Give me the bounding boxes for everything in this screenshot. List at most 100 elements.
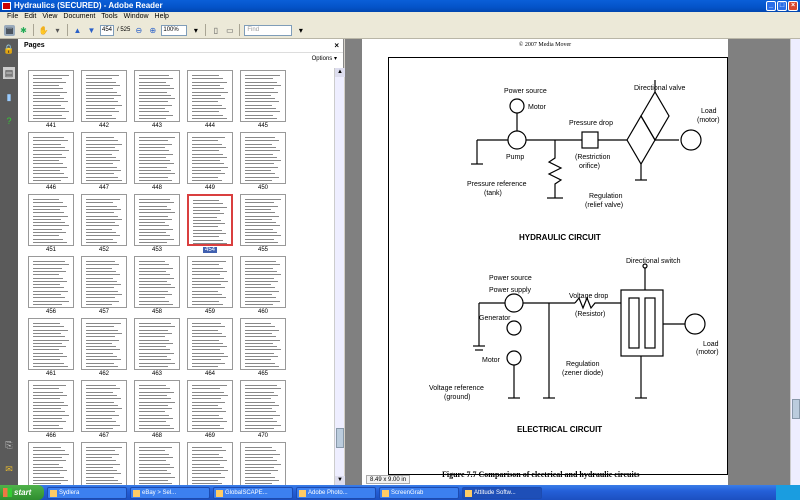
- page-thumbnail[interactable]: [240, 132, 286, 184]
- page-thumbnail[interactable]: [240, 194, 286, 246]
- bookmarks-icon[interactable]: ▮: [6, 92, 12, 102]
- attachments-icon[interactable]: ⎘: [5, 440, 13, 450]
- thumbnail-text-line: [245, 346, 277, 348]
- task-label[interactable]: Sydlera: [59, 489, 80, 496]
- fit-width-icon[interactable]: ▭: [226, 25, 234, 35]
- close-panel-icon[interactable]: ×: [334, 41, 339, 50]
- thumbnail-text-line: [192, 359, 221, 361]
- page-thumbnail[interactable]: [134, 194, 180, 246]
- page-thumbnail[interactable]: [81, 256, 127, 308]
- zoom-in-icon[interactable]: ⊕: [149, 25, 157, 35]
- page-thumbnail[interactable]: [187, 194, 233, 246]
- page-thumbnail[interactable]: [240, 256, 286, 308]
- page-thumbnail[interactable]: [134, 70, 180, 122]
- page-thumbnail[interactable]: [187, 442, 233, 485]
- page-thumbnail[interactable]: [81, 318, 127, 370]
- previous-page-icon[interactable]: ▲: [73, 25, 82, 35]
- page-thumbnail[interactable]: [240, 70, 286, 122]
- options-label[interactable]: Options: [311, 56, 333, 62]
- menu-document[interactable]: Document: [63, 13, 96, 20]
- page-thumbnail[interactable]: [81, 442, 127, 485]
- maximize-button[interactable]: □: [777, 1, 787, 11]
- thumbnail-text-line: [192, 179, 222, 181]
- document-scrollbar[interactable]: [790, 39, 800, 485]
- page-thumbnail[interactable]: [28, 132, 74, 184]
- thumbnail-text-line: [139, 453, 169, 455]
- task-sydlera[interactable]: Sydlera: [47, 486, 127, 499]
- scroll-down-arrow[interactable]: ▼: [335, 476, 345, 485]
- task-label[interactable]: eBay > Sel...: [142, 489, 177, 496]
- scroll-up-arrow[interactable]: ▲: [335, 68, 345, 77]
- find-dropdown-icon[interactable]: ▾: [298, 25, 303, 35]
- scrollbar-thumb[interactable]: [336, 428, 344, 448]
- elec-load-motor-label: (motor): [696, 349, 719, 356]
- page-thumbnail[interactable]: [81, 132, 127, 184]
- page-thumbnail[interactable]: [28, 70, 74, 122]
- thumbnail-text-line: [86, 303, 112, 305]
- menu-edit[interactable]: Edit: [24, 13, 37, 20]
- menu-tools[interactable]: Tools: [101, 13, 118, 20]
- thumbnail-scrollbar[interactable]: ▲ ▼: [334, 68, 345, 485]
- page-thumbnail[interactable]: [28, 256, 74, 308]
- page-thumbnail[interactable]: [240, 442, 286, 485]
- menu-window[interactable]: Window: [123, 13, 149, 20]
- task-label[interactable]: Adobe Photo...: [308, 489, 348, 496]
- thumbnail-text-line: [86, 146, 115, 148]
- menu-file[interactable]: File: [7, 13, 19, 20]
- start-button[interactable]: start: [0, 485, 44, 500]
- page-thumbnail[interactable]: [187, 318, 233, 370]
- start-label[interactable]: start: [14, 488, 32, 497]
- page-thumbnail[interactable]: [240, 318, 286, 370]
- page-thumbnail[interactable]: [134, 256, 180, 308]
- close-button[interactable]: ×: [788, 1, 798, 11]
- menu-view[interactable]: View: [42, 13, 58, 20]
- page-thumbnail[interactable]: [134, 380, 180, 432]
- zoom-dropdown-icon[interactable]: ▾: [193, 25, 198, 35]
- task-label[interactable]: GlobalSCAPE...: [225, 489, 268, 496]
- page-thumbnail[interactable]: [134, 318, 180, 370]
- menu-help[interactable]: Help: [154, 13, 169, 20]
- task-globalscape[interactable]: GlobalSCAPE...: [213, 486, 293, 499]
- thumbnail-text-line: [33, 346, 66, 348]
- pages-icon[interactable]: ▤: [3, 67, 15, 79]
- page-thumbnail[interactable]: [240, 380, 286, 432]
- task-adobe-photo[interactable]: Adobe Photo...: [296, 486, 376, 499]
- help-icon[interactable]: ?: [6, 116, 12, 126]
- page-thumbnail[interactable]: [28, 442, 74, 485]
- thumbnail-text-line: [86, 447, 122, 448]
- page-number-input[interactable]: 454: [100, 24, 114, 36]
- hand-tool-icon[interactable]: ✋: [38, 25, 49, 35]
- minimize-button[interactable]: _: [766, 1, 776, 11]
- page-thumbnail[interactable]: [187, 380, 233, 432]
- next-page-icon[interactable]: ▼: [87, 25, 96, 35]
- task-screengrab[interactable]: ScreenGrab: [379, 486, 459, 499]
- print-icon[interactable]: ▤: [4, 24, 15, 36]
- document-scrollbar-thumb[interactable]: [792, 399, 800, 419]
- thumbnail-text-line: [245, 98, 275, 100]
- find-input[interactable]: Find: [244, 24, 293, 36]
- page-thumbnail[interactable]: [187, 70, 233, 122]
- page-thumbnail[interactable]: [81, 380, 127, 432]
- task-label[interactable]: ScreenGrab: [391, 489, 424, 496]
- options-menu[interactable]: Options ▾: [311, 56, 337, 62]
- page-thumbnail[interactable]: [81, 70, 127, 122]
- page-thumbnail[interactable]: [134, 132, 180, 184]
- comments-icon[interactable]: ✉: [5, 464, 13, 474]
- email-icon[interactable]: ✱: [20, 25, 27, 35]
- page-thumbnail[interactable]: [134, 442, 180, 485]
- page-thumbnail[interactable]: [28, 194, 74, 246]
- zoom-input[interactable]: 100%: [161, 24, 188, 36]
- thumbnail-text-line: [139, 176, 168, 178]
- task-ebay[interactable]: eBay > Sel...: [130, 486, 210, 499]
- task-attitude-software[interactable]: Attitude Softw...: [462, 486, 542, 499]
- page-thumbnail[interactable]: [81, 194, 127, 246]
- fit-page-icon[interactable]: ▯: [213, 25, 219, 35]
- task-label[interactable]: Attitude Softw...: [474, 489, 516, 496]
- lock-icon[interactable]: 🔒: [3, 44, 15, 54]
- page-thumbnail[interactable]: [28, 318, 74, 370]
- zoom-out-icon[interactable]: ⊖: [135, 25, 143, 35]
- page-thumbnail[interactable]: [187, 132, 233, 184]
- page-thumbnail[interactable]: [187, 256, 233, 308]
- page-thumbnail[interactable]: [28, 380, 74, 432]
- select-dropdown-icon[interactable]: ▾: [55, 25, 60, 35]
